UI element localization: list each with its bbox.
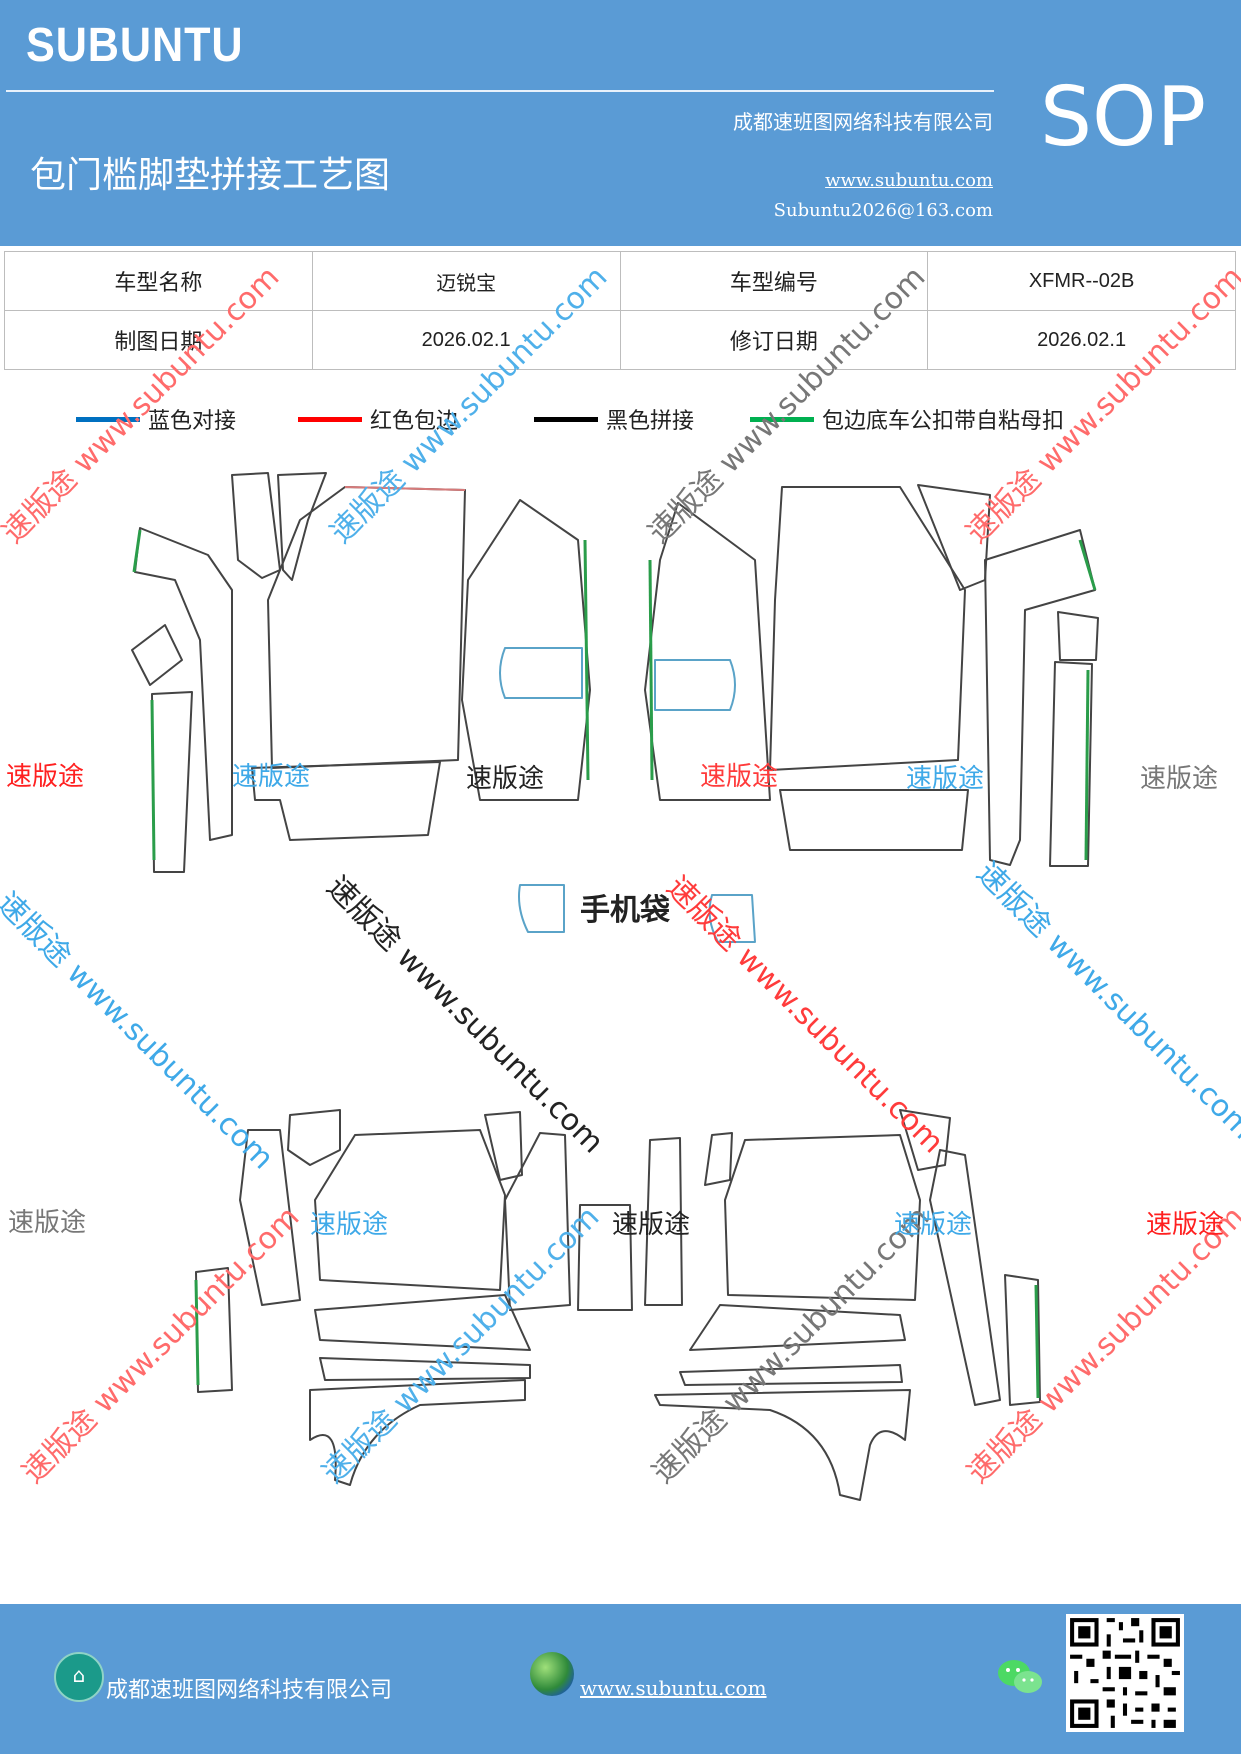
mat-piece: [644, 502, 771, 801]
model-code-value: XFMR--02B: [927, 251, 1236, 311]
legend-item-green: 包边底车公扣带自粘母扣: [750, 404, 1064, 434]
header-company: 成都速班图网络科技有限公司: [733, 110, 993, 134]
model-name-value: 迈锐宝: [311, 251, 621, 311]
legend-label-green: 包边底车公扣带自粘母扣: [822, 409, 1065, 434]
watermark-brand: 速版途: [1140, 764, 1219, 794]
legend-swatch-green: [750, 416, 814, 422]
mat-group-rear-left: [194, 1109, 633, 1486]
mat-piece: [704, 1132, 733, 1186]
mat-piece: [309, 1379, 526, 1486]
table-row: 车型名称 迈锐宝 车型编号 XFMR--02B: [4, 251, 1236, 311]
mat-group-front-right: [644, 484, 1099, 867]
building-icon: ⌂: [54, 1652, 104, 1702]
info-table: 车型名称 迈锐宝 车型编号 XFMR--02B 制图日期 2026.02.1 修…: [4, 251, 1236, 370]
globe-icon: [530, 1652, 574, 1696]
mat-piece: [151, 691, 193, 873]
legend-item-blue: 蓝色对接: [76, 404, 236, 434]
mat-piece: [132, 529, 142, 573]
mat-piece: [314, 1129, 506, 1291]
mat-piece: [277, 472, 327, 581]
header-email: Subuntu2026@163.com: [773, 200, 993, 221]
legend-label-blue: 蓝色对接: [148, 409, 237, 434]
watermark-brand: 速版途: [894, 1210, 973, 1240]
mat-piece: [314, 1294, 531, 1351]
footer-website-link[interactable]: www.subuntu.com: [580, 1676, 767, 1700]
watermark-brand: 速版途: [8, 1208, 87, 1238]
brand-logo: SUBUNTU: [26, 19, 244, 72]
watermark-brand: 速版途: [310, 1210, 389, 1240]
mat-piece: [231, 472, 281, 579]
footer: ⌂ 成都速班图网络科技有限公司 www.subuntu.com: [0, 1604, 1241, 1754]
draw-date-value: 2026.02.1: [311, 310, 621, 370]
phone-bag-piece: [708, 894, 756, 943]
mat-layout-drawing: 手机袋: [131, 472, 1099, 1501]
table-row: 制图日期 2026.02.1 修订日期 2026.02.1: [4, 310, 1236, 370]
revise-date-label: 修订日期: [619, 310, 929, 370]
mat-piece: [1034, 1284, 1040, 1399]
legend-label-black: 黑色拼接: [606, 409, 695, 434]
mat-piece: [583, 539, 590, 781]
mat-piece: [251, 761, 441, 841]
mat-piece: [724, 1134, 921, 1301]
mat-piece: [679, 1364, 903, 1386]
watermark-brand: 速版途: [232, 762, 311, 792]
header-divider: [6, 90, 994, 92]
mat-piece: [344, 486, 466, 491]
legend-swatch-blue: [76, 416, 140, 422]
mat-piece: [779, 789, 969, 851]
mat-piece: [134, 527, 233, 841]
mat-piece: [654, 659, 736, 711]
mat-piece: [577, 1204, 633, 1311]
qr-code: [1066, 1614, 1184, 1732]
wechat-icon[interactable]: [996, 1656, 1044, 1698]
mat-group-rear-right: [644, 1109, 1041, 1501]
model-name-label: 车型名称: [4, 251, 313, 311]
mat-piece: [194, 1279, 200, 1386]
watermark-brand: 速版途: [906, 764, 985, 794]
mat-piece: [648, 559, 654, 781]
page-title: 包门槛脚垫拼接工艺图: [30, 155, 391, 196]
mat-piece: [239, 1129, 301, 1306]
mat-piece: [287, 1109, 341, 1166]
mat-piece: [899, 1109, 951, 1171]
mat-piece: [929, 1149, 1001, 1406]
draw-date-label: 制图日期: [4, 310, 313, 370]
mat-piece: [1004, 1274, 1041, 1406]
mat-piece: [131, 624, 183, 686]
mat-piece: [504, 1132, 571, 1311]
mat-piece: [1084, 669, 1090, 861]
mat-piece: [984, 529, 1096, 866]
watermark-brand: 速版途: [466, 764, 545, 794]
phone-bag-piece: [518, 884, 565, 933]
legend-swatch-black: [534, 416, 598, 422]
watermark-brand: 速版途: [700, 762, 779, 792]
phone-bag-label: 手机袋: [580, 893, 670, 928]
legend-item-black: 黑色拼接: [534, 404, 694, 434]
mat-group-front-left: [131, 472, 591, 873]
watermark-brand: 速版途: [612, 1210, 691, 1240]
footer-company: 成都速班图网络科技有限公司: [106, 1678, 393, 1703]
legend-label-red: 红色包边: [370, 409, 459, 434]
mat-piece: [689, 1304, 906, 1351]
mat-piece: [1057, 611, 1099, 661]
mat-piece: [461, 499, 591, 801]
legend-item-red: 红色包边: [298, 404, 458, 434]
watermark-brand: 速版途: [6, 762, 85, 792]
mat-piece: [654, 1389, 911, 1501]
legend-swatch-red: [298, 416, 362, 422]
mat-piece: [499, 647, 583, 699]
mat-piece: [150, 699, 156, 861]
watermark-brand: 速版途: [1146, 1210, 1225, 1240]
mat-piece: [769, 486, 966, 771]
header-website-link[interactable]: www.subuntu.com: [825, 170, 993, 191]
revise-date-value: 2026.02.1: [927, 310, 1236, 370]
mat-piece: [319, 1357, 531, 1381]
header: SUBUNTU 成都速班图网络科技有限公司 包门槛脚垫拼接工艺图 www.sub…: [0, 0, 1241, 246]
mat-piece: [644, 1137, 683, 1306]
sop-badge: SOP: [1040, 70, 1207, 165]
mat-piece: [1078, 539, 1097, 591]
mat-piece: [1049, 661, 1093, 867]
mat-piece: [484, 1111, 523, 1181]
